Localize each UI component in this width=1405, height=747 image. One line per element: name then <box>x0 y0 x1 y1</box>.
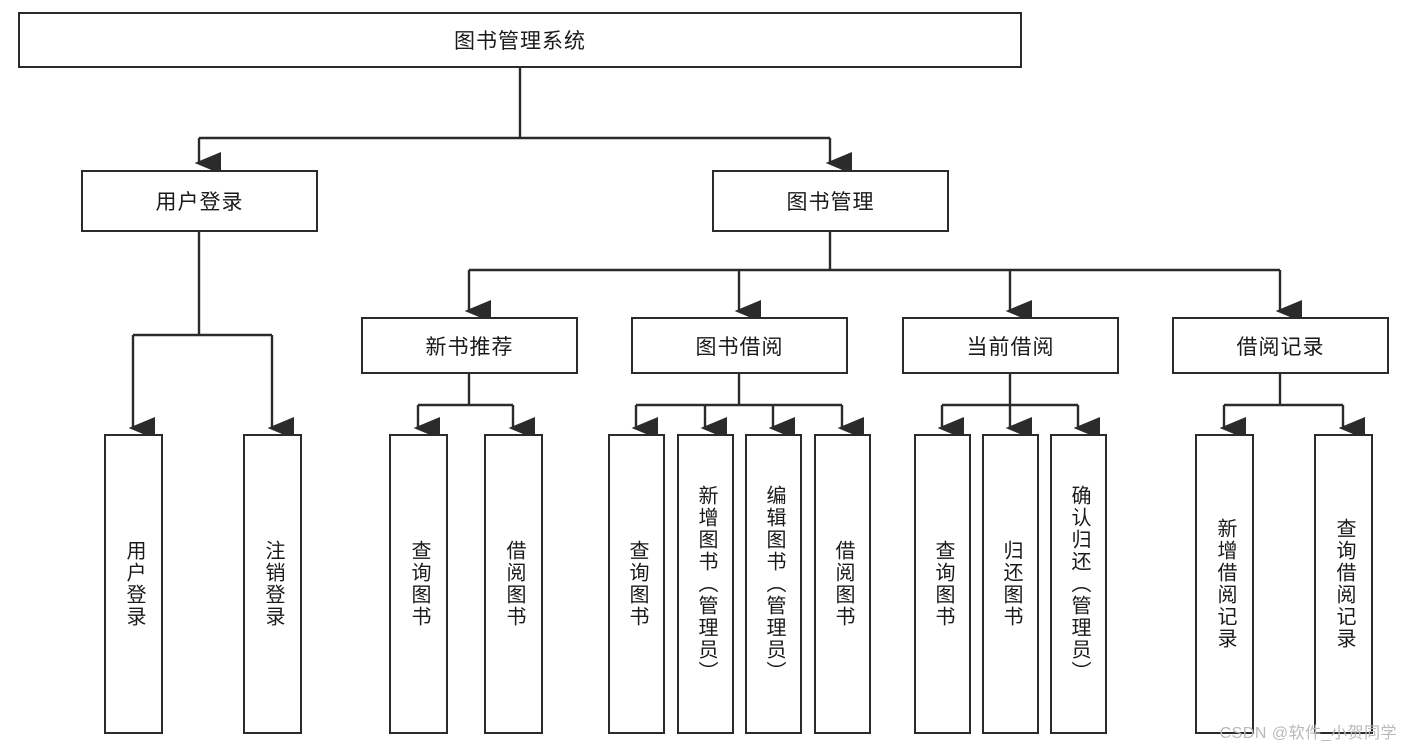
node-book-management[interactable]: 图书管理 <box>712 170 949 232</box>
leaf-new-book-borrow[interactable]: 借阅图书 <box>484 434 543 734</box>
leaf-borrow-borrow-book[interactable]: 借阅图书 <box>814 434 871 734</box>
leaf-borrow-edit-book-admin[interactable]: 编辑图书（管理员） <box>745 434 802 734</box>
node-label: 注销登录 <box>262 540 284 628</box>
leaf-borrow-query-book[interactable]: 查询图书 <box>608 434 665 734</box>
node-label: 新增借阅记录 <box>1214 518 1236 650</box>
node-root-book-management-system[interactable]: 图书管理系统 <box>18 12 1022 68</box>
node-label: 图书管理 <box>786 191 875 214</box>
node-label: 确认归还（管理员） <box>1068 485 1090 683</box>
node-label: 查询图书 <box>408 540 430 628</box>
leaf-current-return-book[interactable]: 归还图书 <box>982 434 1039 734</box>
node-label: 用户登录 <box>155 191 244 214</box>
node-borrowing-record[interactable]: 借阅记录 <box>1172 317 1389 374</box>
leaf-new-book-query[interactable]: 查询图书 <box>389 434 448 734</box>
node-new-book-recommendation[interactable]: 新书推荐 <box>361 317 578 374</box>
leaf-record-query-borrow-record[interactable]: 查询借阅记录 <box>1314 434 1373 734</box>
node-label: 借阅图书 <box>832 540 854 628</box>
leaf-current-query-book[interactable]: 查询图书 <box>914 434 971 734</box>
node-label: 图书管理系统 <box>454 30 586 53</box>
node-user-login[interactable]: 用户登录 <box>81 170 318 232</box>
node-label: 新增图书（管理员） <box>695 485 717 683</box>
node-label: 归还图书 <box>1000 540 1022 628</box>
node-current-borrowing[interactable]: 当前借阅 <box>902 317 1119 374</box>
node-label: 编辑图书（管理员） <box>763 485 785 683</box>
node-label: 查询借阅记录 <box>1333 518 1355 650</box>
node-label: 借阅图书 <box>503 540 525 628</box>
node-label: 图书借阅 <box>695 335 784 359</box>
csdn-watermark: CSDN @软件_小贺同学 <box>1219 725 1397 742</box>
node-label: 新书推荐 <box>425 335 514 359</box>
leaf-record-add-borrow-record[interactable]: 新增借阅记录 <box>1195 434 1254 734</box>
leaf-user-login-login[interactable]: 用户登录 <box>104 434 163 734</box>
node-label: 查询图书 <box>626 540 648 628</box>
leaf-current-confirm-return-admin[interactable]: 确认归还（管理员） <box>1050 434 1107 734</box>
node-label: 当前借阅 <box>966 335 1055 359</box>
node-label: 查询图书 <box>932 540 954 628</box>
node-label: 借阅记录 <box>1236 335 1325 359</box>
leaf-borrow-add-book-admin[interactable]: 新增图书（管理员） <box>677 434 734 734</box>
node-book-borrowing[interactable]: 图书借阅 <box>631 317 848 374</box>
leaf-user-login-logout[interactable]: 注销登录 <box>243 434 302 734</box>
node-label: 用户登录 <box>123 540 145 628</box>
